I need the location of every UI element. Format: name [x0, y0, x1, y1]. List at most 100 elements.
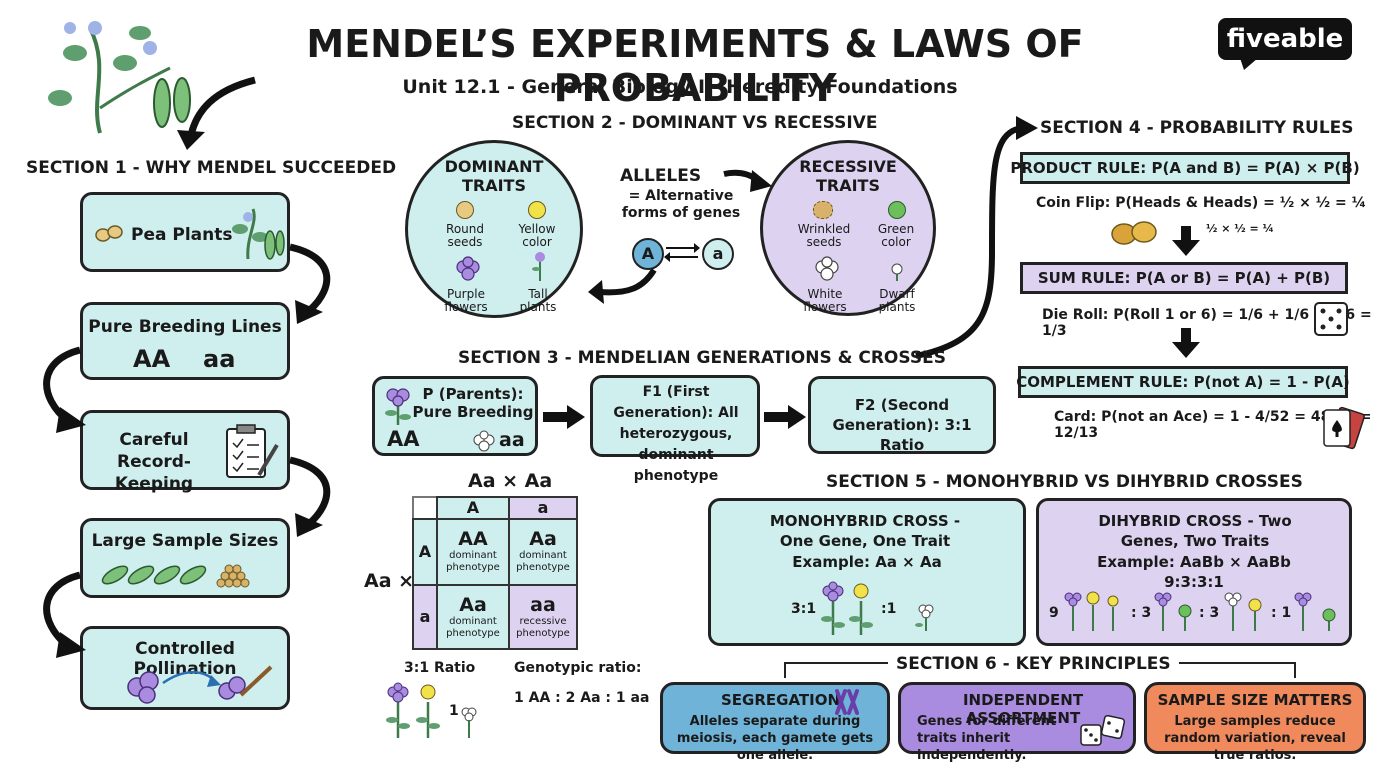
dihybrid-num: : 3: [1131, 605, 1152, 621]
complement-rule-text: COMPLEMENT RULE: P(not A) = 1 - P(A): [1016, 373, 1350, 391]
arrow-s1-1-to-2: [289, 243, 331, 324]
dominant-traits-circle: DOMINANT TRAITS Round seeds Yellow color…: [405, 140, 583, 318]
ratio-label: 3:1 Ratio: [404, 660, 476, 676]
punnett-phenotype: recessive phenotype: [516, 616, 570, 639]
genotype-AA: AA: [387, 427, 420, 451]
product-rule-text: PRODUCT RULE: P(A and B) = P(A) × P(B): [1010, 159, 1360, 177]
section1-item-label: Large Sample Sizes: [91, 531, 279, 551]
punnett-cell: aa recessive phenotype: [508, 584, 578, 650]
punnett-col-header: A: [436, 496, 510, 520]
complement-rule-example: Card: P(not an Ace) = 1 - 4/52 = 48/52 =…: [1054, 409, 1372, 441]
punnett-corner: [412, 496, 438, 520]
alleles-definition: = Alternative forms of genes: [621, 188, 741, 221]
recessive-traits-circle: RECESSIVE TRAITS Wrinkled seeds Green co…: [760, 140, 936, 316]
punnett-cell: Aa dominant phenotype: [436, 584, 510, 650]
principle-card-sample-size: SAMPLE SIZE MATTERS Large samples reduce…: [1144, 682, 1366, 763]
section1-item-pure-breeding: Pure Breeding Lines AA aa: [80, 302, 290, 380]
brand-logo: fiveable: [1218, 18, 1352, 60]
section3-title: SECTION 3 - MENDELIAN GENERATIONS & CROS…: [458, 348, 946, 368]
genotype-aa: aa: [203, 345, 236, 373]
principle-card-segregation: SEGREGATION Alleles separate during meio…: [660, 682, 890, 763]
punnett-row-header-text: A: [418, 542, 432, 561]
dihybrid-num: : 3: [1199, 605, 1220, 621]
dominant-trait: Yellow color: [518, 222, 556, 249]
wrinkled-seed-icon: [813, 201, 833, 219]
punnett-cell: AA dominant phenotype: [436, 518, 510, 586]
genotypic-ratio-label: Genotypic ratio:: [514, 660, 642, 676]
brand-logo-tail: [1240, 58, 1258, 70]
sum-rule-text: SUM RULE: P(A or B) = P(A) + P(B): [1037, 269, 1331, 287]
generation-P-box: P (Parents): Pure Breeding AA aa: [372, 376, 538, 456]
recessive-trait: White flowers: [803, 287, 847, 314]
section4-title: SECTION 4 - PROBABILITY RULES: [1040, 118, 1354, 138]
punnett-col-header-text: A: [466, 498, 480, 517]
section1-item-label: Pea Plants: [131, 225, 233, 245]
die-icon: [1314, 302, 1348, 336]
punnett-genotype: Aa: [529, 528, 557, 550]
recessive-trait: Wrinkled seeds: [797, 222, 851, 249]
section2-title: SECTION 2 - DOMINANT VS RECESSIVE: [512, 113, 878, 133]
product-rule-banner: PRODUCT RULE: P(A and B) = P(A) × P(B): [1010, 152, 1360, 184]
allele-a: a: [712, 244, 724, 263]
punnett-genotype: aa: [530, 594, 556, 616]
dihybrid-example: Example: AaBb × AaBb: [1097, 553, 1291, 571]
punnett-row-parent: Aa ×: [364, 570, 415, 592]
punnett-row-header: a: [412, 584, 438, 650]
punnett-phenotype: dominant phenotype: [446, 550, 500, 573]
brand-text: fiveable: [1226, 24, 1344, 54]
round-seed-icon: [456, 201, 474, 219]
allele-A-badge: A: [632, 238, 664, 270]
principle-title: SEGREGATION: [721, 691, 841, 709]
sum-rule-banner: SUM RULE: P(A or B) = P(A) + P(B): [1020, 262, 1348, 294]
genotype-aa: aa: [499, 429, 525, 451]
allele-A: A: [641, 244, 655, 263]
seed-icon: [95, 223, 123, 245]
section1-title: SECTION 1 - WHY MENDEL SUCCEEDED: [26, 158, 397, 178]
monohybrid-example: Example: Aa × Aa: [792, 553, 942, 571]
section5-title: SECTION 5 - MONOHYBRID VS DIHYBRID CROSS…: [826, 472, 1303, 492]
punnett-genotype: Aa: [459, 594, 487, 616]
section6-title: SECTION 6 - KEY PRINCIPLES: [888, 654, 1179, 674]
punnett-cell: Aa dominant phenotype: [508, 518, 578, 586]
arrow-section3-to-section4: [915, 116, 1038, 359]
recessive-traits-title: RECESSIVE TRAITS: [799, 157, 897, 195]
punnett-row-header-text: a: [419, 607, 431, 626]
generation-P-label: P (Parents): Pure Breeding: [412, 385, 534, 421]
ratio-one: 1: [449, 703, 459, 719]
section1-item-label: Careful Record-Keeping: [114, 430, 194, 494]
page-subtitle: Unit 12.1 - General Biology I - Heredity…: [402, 76, 958, 98]
arrow-s1-4-to-5: [43, 571, 86, 658]
genotype-AA: AA: [133, 345, 171, 373]
punnett-col-header-text: a: [537, 498, 549, 517]
alleles-title: ALLELES: [620, 166, 702, 186]
recessive-trait: Green color: [877, 222, 915, 249]
section1-item-record-keeping: Careful Record-Keeping: [80, 410, 290, 494]
allele-a-badge: a: [702, 238, 734, 270]
dominant-traits-title: DOMINANT TRAITS: [444, 157, 544, 195]
section1-item-pollination: Controlled Pollination: [80, 626, 290, 710]
principle-title: SAMPLE SIZE MATTERS: [1157, 691, 1353, 709]
complement-rule-banner: COMPLEMENT RULE: P(not A) = 1 - P(A): [1016, 366, 1350, 398]
generation-F1-box: F1 (First Generation): All heterozygous,…: [590, 375, 760, 484]
principle-card-independent-assortment: INDEPENDENT ASSORTMENT Genes for differe…: [898, 682, 1136, 763]
monohybrid-ratio-3: 3:1: [791, 601, 817, 617]
dominant-trait: Round seeds: [446, 222, 484, 249]
genotypic-ratio: 1 AA : 2 Aa : 1 aa: [514, 690, 650, 706]
section1-item-sample-sizes: Large Sample Sizes: [80, 518, 290, 598]
arrow-s1-2-to-3: [43, 346, 86, 433]
section1-item-pea-plants: Pea Plants: [80, 192, 290, 272]
dihybrid-box: DIHYBRID CROSS - Two Genes, Two Traits E…: [1036, 498, 1352, 646]
monohybrid-box: MONOHYBRID CROSS - One Gene, One Trait E…: [708, 498, 1026, 646]
arrow-sum-to-complement: [1172, 328, 1200, 358]
arrow-alleles-to-recessive: [723, 169, 772, 192]
dihybrid-num: 9: [1049, 605, 1059, 621]
arrow-P-to-F1: [543, 405, 585, 429]
dihybrid-num: : 1: [1271, 605, 1292, 621]
section1-item-label: Pure Breeding Lines: [88, 317, 282, 337]
arrow-alleles-to-dominant: [588, 268, 657, 304]
yellow-seed-icon: [528, 201, 546, 219]
dominant-trait: Tall plants: [519, 287, 557, 314]
product-rule-example: Coin Flip: P(Heads & Heads) = ½ × ½ = ¼: [1036, 195, 1367, 211]
arrow-F1-to-F2: [764, 405, 806, 429]
monohybrid-ratio-1: :1: [881, 601, 897, 617]
